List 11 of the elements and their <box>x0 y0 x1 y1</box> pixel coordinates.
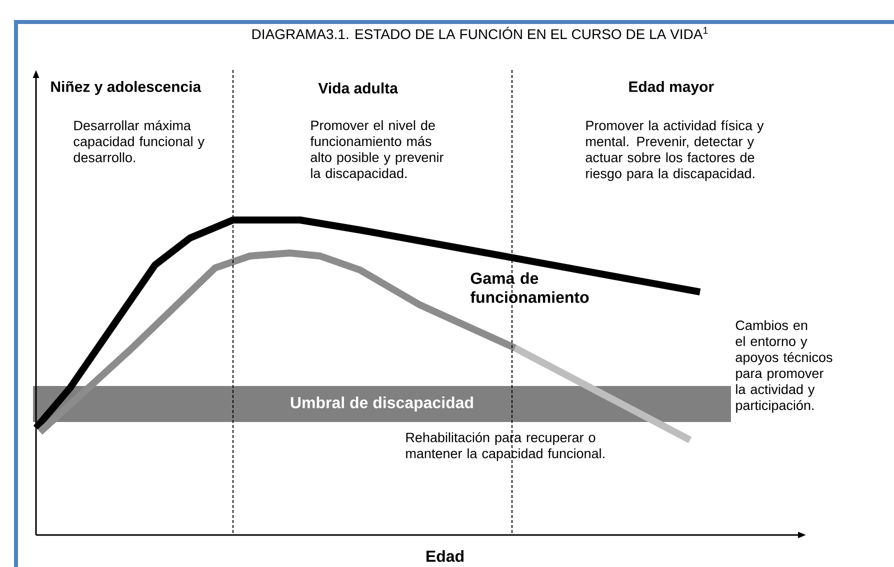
description-text: Promover la actividad física y mental. Prevenir, detectar y actuar sobre los factores de riesgo para la discapacidad. <box>586 120 764 181</box>
axis-label: Edad <box>426 550 464 562</box>
threshold-band: Umbral de discapacidad <box>33 386 731 422</box>
section-heading: Vida adulta <box>318 82 398 94</box>
diagram-title: DIAGRAMA3.1. ESTADO DE LA FUNCIÓN EN EL CURSO DE LA VIDA$^{1}$ <box>252 26 708 40</box>
description-text: Desarrollar máxima capacidad funcional y desarrollo. <box>74 120 204 162</box>
note-text: Cambios en el entorno y apoyos técnicos para promover la actividad y participación. <box>736 320 832 413</box>
section-heading: Edad mayor <box>629 81 714 95</box>
description-text: Promover el nivel de funcionamiento más alto posible y prevenir la discapacidad. <box>310 120 444 181</box>
curve-label: Gama de funcionamiento <box>470 272 589 303</box>
section-heading: Niñez y adolescencia <box>51 81 202 95</box>
